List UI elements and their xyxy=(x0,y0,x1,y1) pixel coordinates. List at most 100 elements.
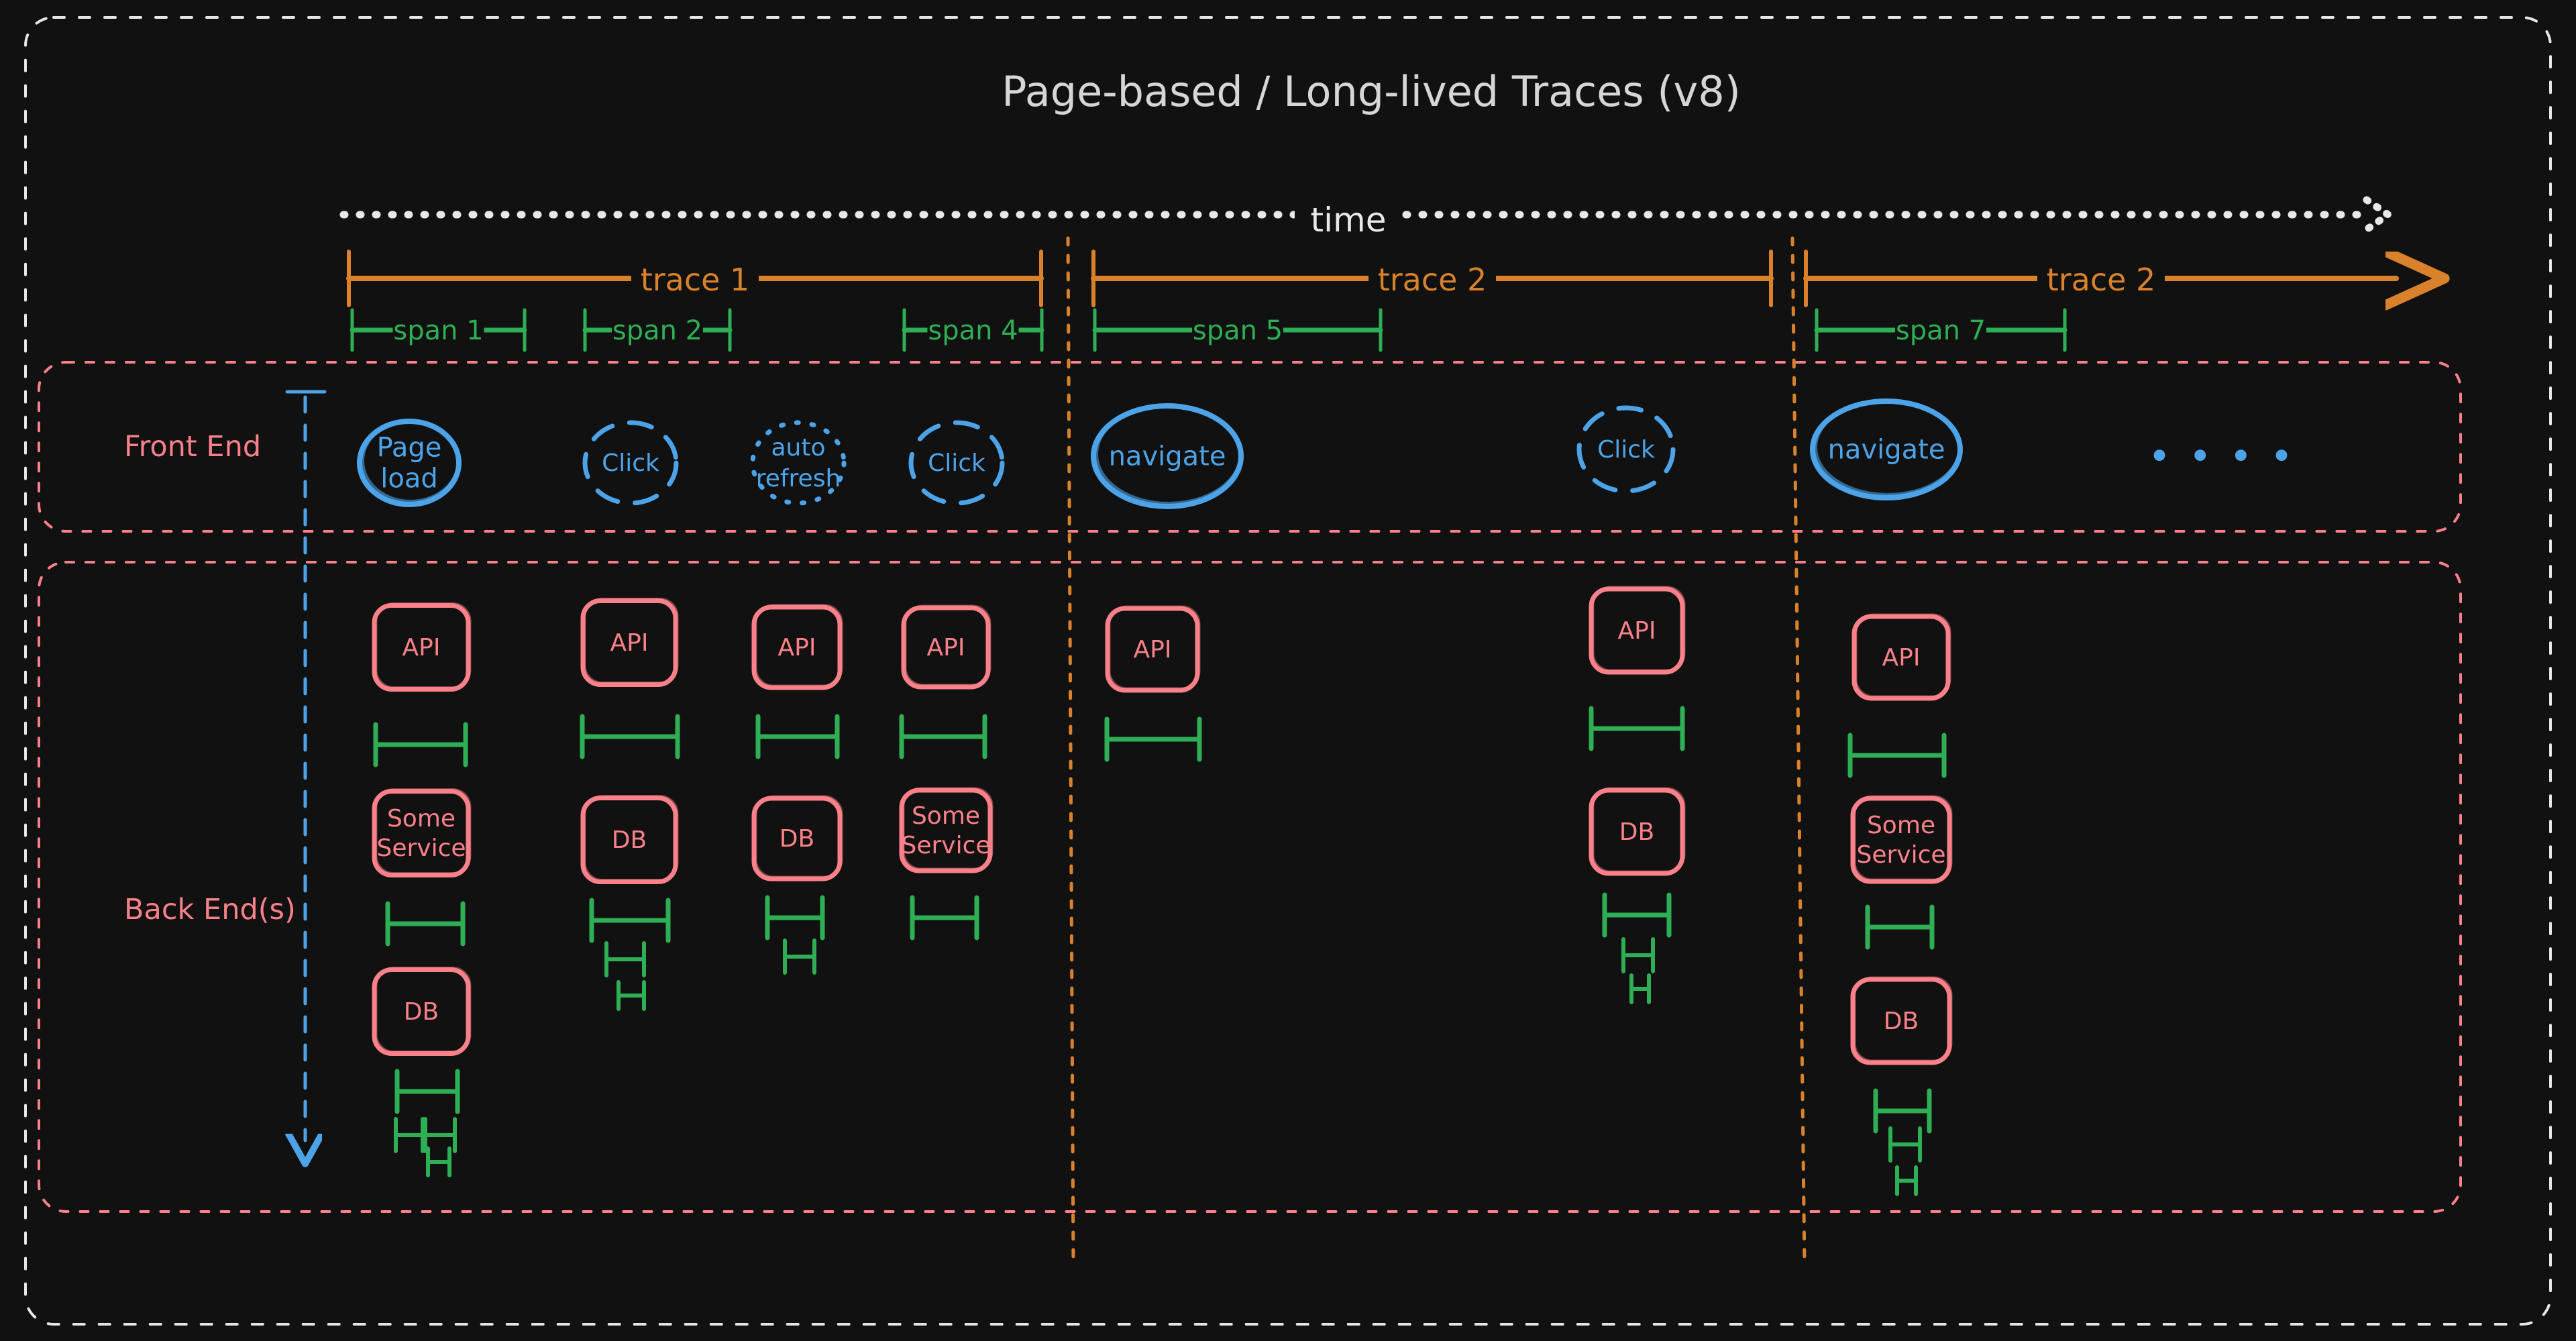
backend-node-label: DB xyxy=(404,998,439,1026)
backend-span-bar xyxy=(394,1117,425,1153)
backend-node-outline xyxy=(901,605,991,690)
timeline: time xyxy=(339,193,2395,239)
backend-row-label: Back End(s) xyxy=(124,893,296,926)
frontend-node-label: auto xyxy=(771,434,825,462)
backend-node-outline-sketch xyxy=(584,795,679,881)
backend-span-bar xyxy=(1888,1126,1922,1163)
backend-node-outline xyxy=(372,967,471,1056)
trace-divider xyxy=(1790,236,1807,1269)
frontend-node-outline-sketch xyxy=(362,419,460,502)
backend-node-outline xyxy=(1589,788,1685,876)
trace-bar: trace 1 xyxy=(346,250,1044,307)
backend-node-outline-sketch xyxy=(1855,613,1951,698)
backend-node-outline-sketch xyxy=(584,598,679,684)
backend-span-bar xyxy=(1104,716,1202,762)
backend-node-outline xyxy=(580,796,678,884)
backend-node-label: Some xyxy=(387,805,455,833)
frontend-node-outline xyxy=(582,420,679,506)
backend-span-bar xyxy=(373,722,468,767)
backend-span-bar xyxy=(1895,1165,1918,1196)
backend-node-outline xyxy=(751,604,843,690)
backend-node[interactable]: API xyxy=(1851,613,1951,701)
outer-frame xyxy=(24,16,2552,1326)
backend-node-outline-sketch xyxy=(755,795,843,878)
trace-bar: trace 2 xyxy=(1803,250,2396,305)
backend-span-bar xyxy=(1589,706,1685,751)
frontend-node[interactable]: Click xyxy=(1576,405,1676,494)
trace-divider xyxy=(1066,236,1075,1269)
frontend-row-label: Front End xyxy=(124,430,261,464)
backend-node-outline-sketch xyxy=(375,788,472,874)
backend-span-bar xyxy=(765,895,825,941)
frontend-node-label: navigate xyxy=(1828,434,1945,465)
backend-span-bar xyxy=(910,895,979,941)
backend-node[interactable]: API xyxy=(751,604,843,690)
backend-span-bar xyxy=(426,1146,451,1177)
span-bar: span 5 xyxy=(1092,308,1383,352)
backend-node-label: API xyxy=(1618,617,1656,645)
span-label: span 1 xyxy=(393,315,483,346)
frontend-node[interactable]: Click xyxy=(908,420,1005,506)
frontend-node-label: Page xyxy=(377,432,442,463)
trace-label: trace 1 xyxy=(641,262,750,298)
span-label: span 5 xyxy=(1193,315,1283,346)
frontend-node[interactable]: navigate xyxy=(1810,398,1963,500)
backend-span-bar xyxy=(589,898,671,943)
downward-flow-arrow xyxy=(287,390,327,1140)
backend-node-label: DB xyxy=(1884,1008,1919,1035)
backend-node-outline-sketch xyxy=(375,967,472,1053)
backend-node-outline-sketch xyxy=(1854,976,1953,1062)
frontend-node-outline xyxy=(908,420,1005,506)
backend-column: API xyxy=(1104,605,1202,762)
frontend-node-label: refresh xyxy=(756,465,841,492)
backend-node-label: API xyxy=(927,634,965,661)
backend-node[interactable]: API xyxy=(901,604,991,690)
frontend-node-label: load xyxy=(380,463,438,494)
frontend-node[interactable]: Click xyxy=(582,420,679,506)
backend-span-bar xyxy=(1621,937,1655,973)
backend-node-label: DB xyxy=(612,826,647,854)
backend-node-outline-sketch xyxy=(1592,787,1686,873)
frontend-node-outline xyxy=(1576,405,1676,494)
frontend-node-label: navigate xyxy=(1109,441,1226,472)
backend-node-outline-sketch xyxy=(1108,605,1201,690)
backend-node-outline xyxy=(899,788,993,873)
backend-span-bar xyxy=(385,901,466,947)
frontend-node[interactable]: auto refresh xyxy=(750,420,847,506)
backend-node-label: Some xyxy=(1867,812,1935,839)
backend-node-label: DB xyxy=(1619,818,1654,846)
backend-node[interactable]: API xyxy=(1105,605,1201,693)
backend-node-label: Service xyxy=(1856,841,1945,869)
frontend-panel xyxy=(38,361,2462,533)
backend-node-layer: APISomeServiceDBAPIDBAPIDBAPISomeService… xyxy=(372,586,1953,1196)
backend-node[interactable]: DB xyxy=(372,967,472,1056)
backend-node-label: API xyxy=(1882,644,1921,672)
trace-label: trace 2 xyxy=(1378,262,1487,298)
trace-label: trace 2 xyxy=(2047,262,2156,298)
backend-node-outline xyxy=(1589,586,1685,675)
backend-node[interactable]: DB xyxy=(580,795,679,884)
backend-node[interactable]: DB xyxy=(1850,976,1953,1065)
backend-node[interactable]: API xyxy=(1589,586,1686,675)
frontend-node[interactable]: navigate xyxy=(1091,403,1244,509)
backend-node-outline xyxy=(1105,606,1200,693)
span-bar: span 7 xyxy=(1814,308,2068,352)
backend-node-outline-sketch xyxy=(1854,795,1953,881)
backend-span-bar xyxy=(899,714,987,759)
backend-node-outline-sketch xyxy=(1592,586,1686,672)
backend-node[interactable]: DB xyxy=(1589,787,1686,876)
page-title: Page-based / Long-lived Traces (v8) xyxy=(1002,67,1741,116)
divider-layer xyxy=(1066,236,1807,1269)
backend-node[interactable]: API xyxy=(580,598,679,687)
backend-node[interactable]: DB xyxy=(751,795,843,881)
backend-node[interactable]: API xyxy=(372,602,472,692)
backend-span-bar xyxy=(1873,1088,1932,1134)
backend-span-bar xyxy=(1865,904,1935,950)
backend-node-outline xyxy=(1850,977,1952,1065)
